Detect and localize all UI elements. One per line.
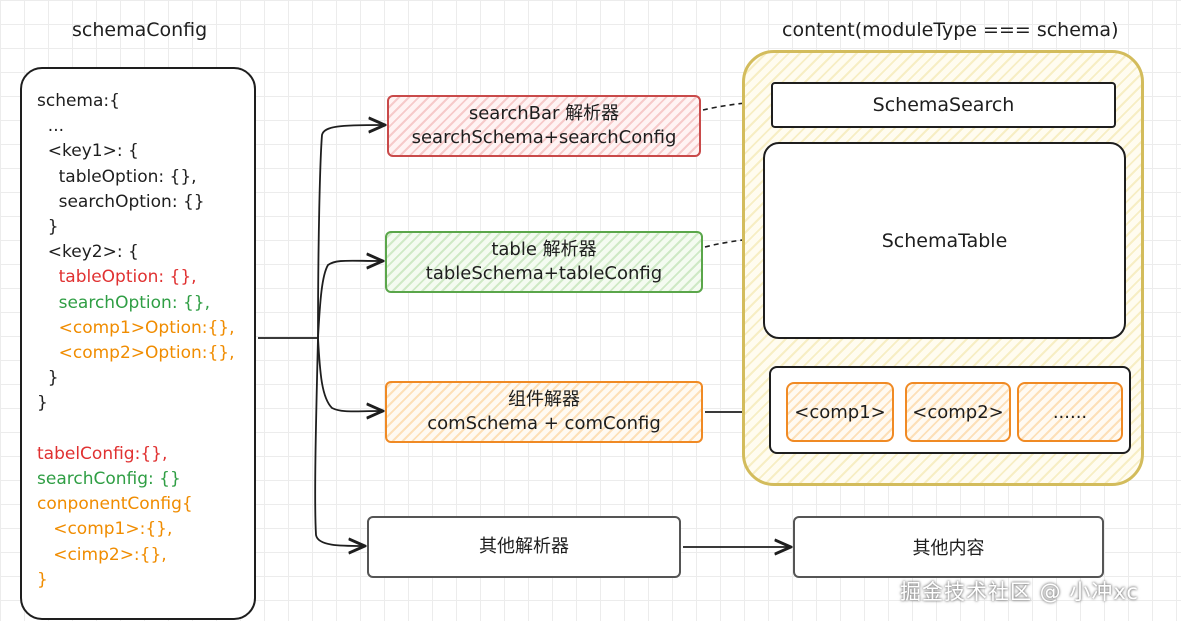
table-parser-title: table 解析器: [491, 239, 597, 260]
code-line: ...: [37, 116, 65, 137]
searchbar-parser-inputs: searchSchema+searchConfig: [411, 127, 677, 148]
other-content-box: 其他内容: [793, 516, 1104, 578]
code-line: schema:{: [37, 91, 120, 111]
searchbar-parser-title: searchBar 解析器: [468, 103, 620, 124]
code-line: <key2>: {: [37, 242, 139, 263]
code-line: tabelConfig:{},: [37, 443, 168, 464]
other-parser-title: 其他解析器: [479, 536, 569, 557]
code-line: }: [37, 217, 59, 237]
branch-to-table-parser: [317, 261, 381, 339]
code-line: <cimp2>:{},: [37, 544, 167, 565]
code-line: }: [37, 569, 48, 590]
branch-to-other-parser: [314, 337, 363, 546]
code-line: tableOption: {},: [37, 166, 197, 187]
comp1-card: <comp1>: [786, 382, 894, 442]
table-parser-box: table 解析器 tableSchema+tableConfig: [385, 231, 703, 293]
content-label: content(moduleType === schema): [782, 19, 1119, 41]
watermark: 掘金技术社区 @ 小冲xc: [900, 580, 1139, 604]
schema-search-box: SchemaSearch: [771, 82, 1116, 128]
component-parser-title: 组件解器: [508, 389, 580, 410]
branch-to-search-parser: [317, 125, 383, 339]
branch-to-component-parser: [317, 337, 381, 411]
arrow-table-to-schematable: [704, 238, 760, 248]
code-line: searchOption: {}: [37, 191, 205, 212]
schema-config-panel: schema:{ ... <key1>: { tableOption: {}, …: [20, 67, 256, 620]
comp2-card: <comp2>: [905, 382, 1011, 442]
schema-config-label: schemaConfig: [72, 19, 208, 41]
code-line: <comp1>Option:{},: [37, 317, 235, 338]
code-line: }: [37, 393, 48, 414]
code-line: searchOption: {},: [37, 292, 210, 313]
other-parser-box: 其他解析器: [367, 516, 681, 578]
component-parser-inputs: comSchema + comConfig: [427, 413, 661, 434]
code-line: conponentConfig{: [37, 494, 193, 515]
code-line: tableOption: {},: [37, 267, 197, 288]
table-parser-inputs: tableSchema+tableConfig: [425, 263, 663, 284]
code-line: }: [37, 368, 59, 389]
searchbar-parser-box: searchBar 解析器 searchSchema+searchConfig: [387, 95, 701, 157]
code-line: <comp2>Option:{},: [37, 343, 235, 363]
more-components-card: ......: [1017, 382, 1123, 442]
schema-table-box: SchemaTable: [763, 142, 1126, 339]
code-line: <comp1>:{},: [37, 519, 173, 540]
component-parser-box: 组件解器 comSchema + comConfig: [385, 381, 703, 443]
code-line: searchConfig: {}: [37, 469, 181, 489]
code-line: <key1>: {: [37, 141, 139, 162]
